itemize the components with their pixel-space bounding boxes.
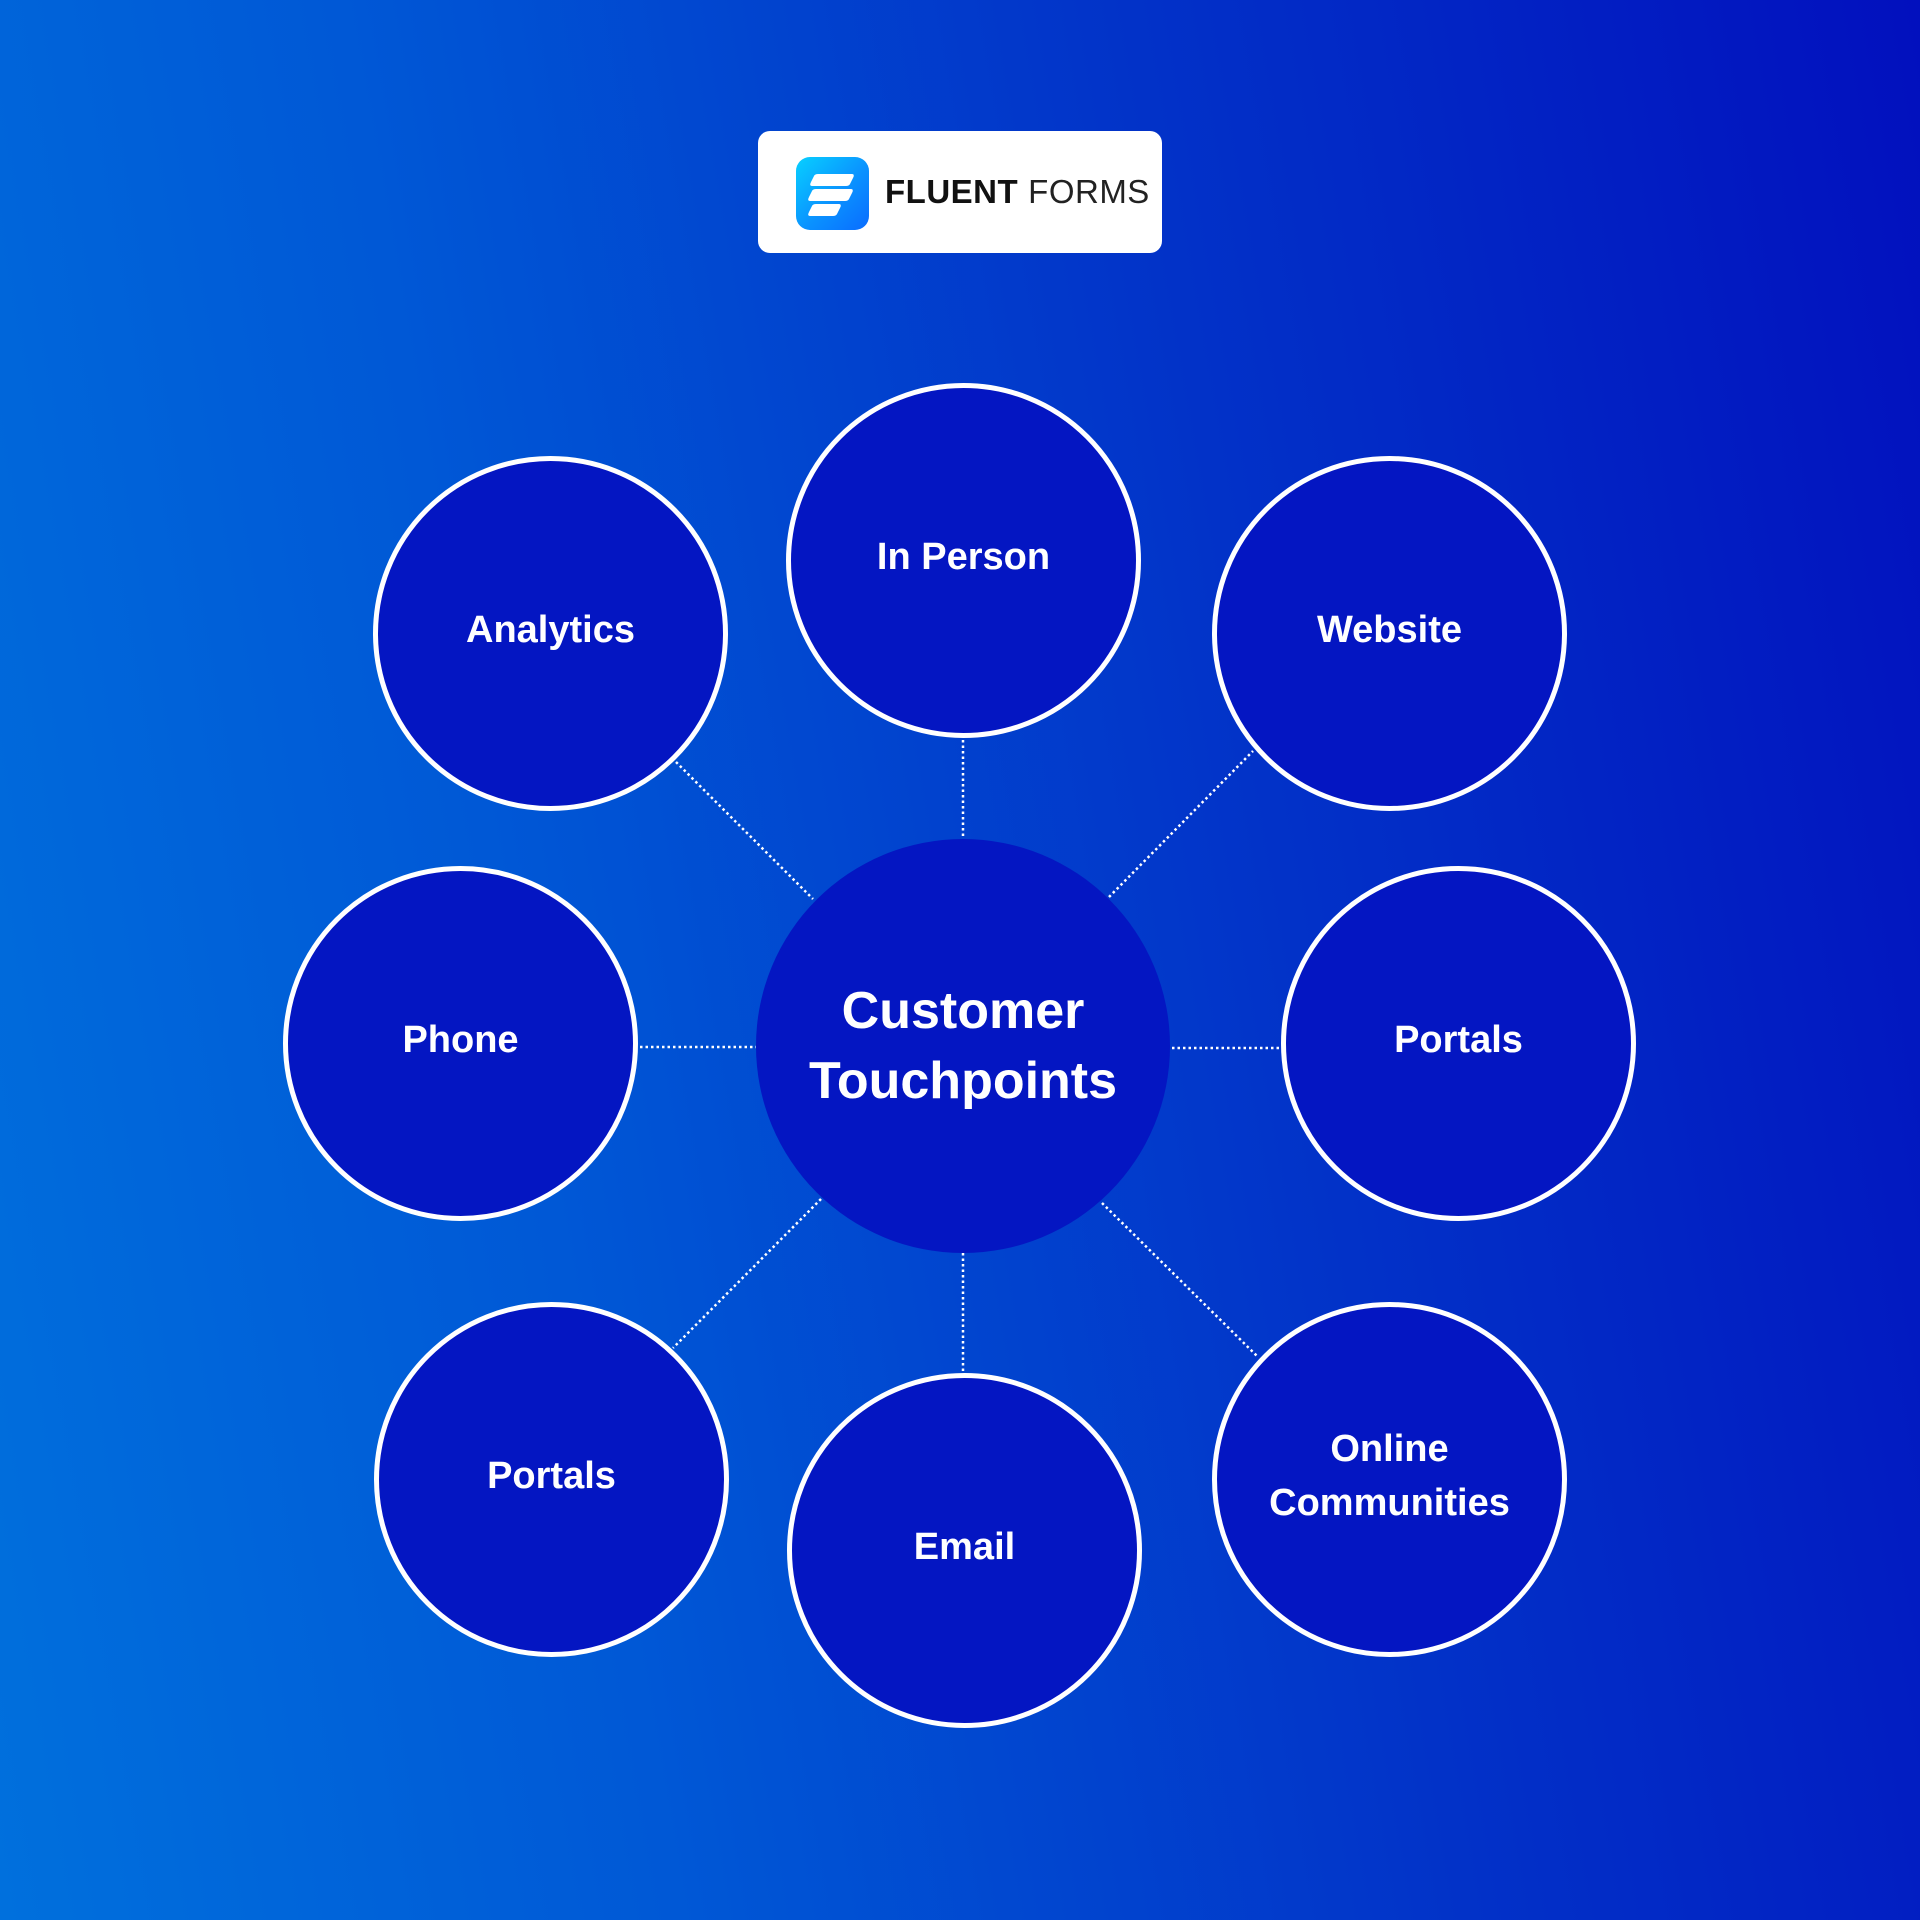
node-label: Website bbox=[1316, 608, 1462, 651]
connector-online-communities bbox=[1101, 1202, 1258, 1357]
fluent-forms-logo-icon bbox=[796, 157, 869, 230]
node-label: Portals bbox=[1394, 1018, 1523, 1061]
node-label: Email bbox=[913, 1525, 1016, 1568]
node-label: Analytics bbox=[466, 608, 635, 651]
connector-analytics bbox=[675, 761, 814, 900]
node-email[interactable]: Email bbox=[787, 1373, 1142, 1728]
connector-website bbox=[1108, 750, 1254, 898]
brand-name-bold: FLUENT bbox=[885, 173, 1019, 210]
connector-portals-left bbox=[672, 1198, 822, 1349]
node-label: Portals bbox=[487, 1454, 616, 1497]
brand-name-light: FORMS bbox=[1028, 173, 1150, 210]
node-online-communities[interactable]: Online Communities bbox=[1212, 1302, 1567, 1657]
node-portals-right[interactable]: Portals bbox=[1281, 866, 1636, 1221]
node-portals-left[interactable]: Portals bbox=[374, 1302, 729, 1657]
node-phone[interactable]: Phone bbox=[283, 866, 638, 1221]
node-in-person[interactable]: In Person bbox=[786, 383, 1141, 738]
hub-title-line2: Touchpoints bbox=[808, 1052, 1118, 1110]
node-label: In Person bbox=[876, 535, 1051, 578]
hub-title-line1: Customer bbox=[841, 982, 1085, 1040]
node-label: Online Communities bbox=[1269, 1427, 1510, 1524]
node-website[interactable]: Website bbox=[1212, 456, 1567, 811]
hub-customer-touchpoints: Customer Touchpoints bbox=[756, 839, 1170, 1253]
node-label: Phone bbox=[402, 1018, 519, 1061]
node-analytics[interactable]: Analytics bbox=[373, 456, 728, 811]
